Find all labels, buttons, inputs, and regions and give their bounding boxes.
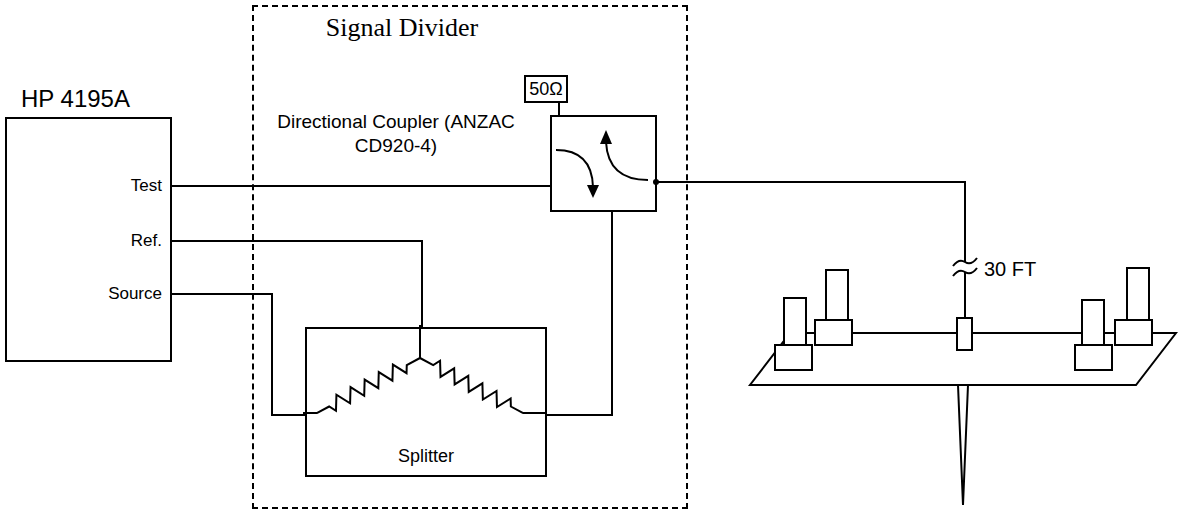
port-label: Ref.: [131, 231, 162, 251]
resistor-zigzag: [417, 352, 527, 419]
group-box: Signal Divider 50Ω Directional Coupler (AN…: [252, 5, 688, 509]
component-label: Splitter: [307, 445, 545, 467]
signal-wire: [558, 103, 560, 115]
positioner-base: [1115, 320, 1152, 345]
instrument-name: HP 4195A: [21, 85, 130, 113]
resistor-zigzag: [313, 352, 423, 419]
cable-break: [953, 258, 977, 266]
arrow-head: [600, 130, 612, 144]
instrument-box: HP 4195ATestRef.Source: [5, 117, 172, 362]
resistor-symbol: [417, 352, 527, 419]
coupler-arrow: [606, 142, 648, 180]
signal-wire: [172, 294, 305, 415]
positioner-post: [1127, 268, 1149, 320]
arrow-head: [587, 185, 599, 198]
positioner-post: [1082, 300, 1104, 345]
coupler-arrow: [556, 150, 593, 187]
cable: [656, 182, 965, 262]
component-label: Directional Coupler (ANZAC CD920-4): [276, 110, 516, 158]
signal-wire: [172, 241, 422, 327]
termination-label: 50Ω: [526, 79, 566, 99]
coupler-box: Directional Coupler (ANZAC CD920-4): [550, 115, 657, 212]
signal-wire: [547, 212, 612, 415]
positioner-base: [815, 320, 852, 345]
cable-length: 30 FT: [982, 257, 1038, 281]
probe-needle: [958, 385, 968, 505]
termination-box: 50Ω: [524, 75, 568, 103]
splitter-box: Splitter: [305, 327, 547, 477]
positioner-post: [784, 298, 806, 345]
probe-connector: [957, 318, 972, 350]
signal-wire: [172, 185, 550, 187]
cable: [964, 272, 966, 318]
splitter-wire: [419, 325, 421, 358]
positioner-base: [775, 345, 812, 370]
port-label: Test: [131, 176, 162, 196]
group-title: Signal Divider: [302, 13, 502, 43]
port-label: Source: [108, 284, 162, 304]
resistor-symbol: [313, 352, 423, 419]
splitter-wire: [523, 412, 545, 414]
positioner-post: [826, 270, 848, 320]
positioner-base: [1075, 345, 1112, 370]
